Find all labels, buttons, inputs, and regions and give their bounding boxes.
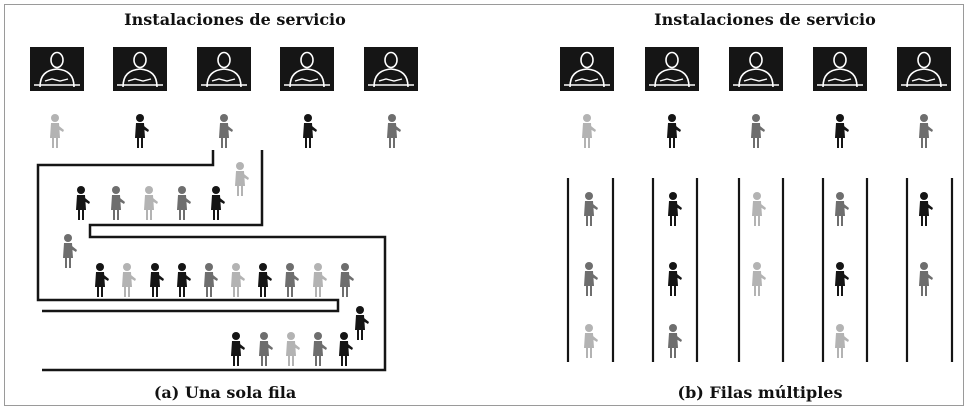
service-facilities-multiple-lines: [559, 46, 952, 92]
customer-3: [219, 114, 233, 148]
customer-23: [355, 306, 369, 340]
customers: [50, 114, 933, 366]
single-line-server-3: [196, 46, 252, 92]
service-facilities-single-line: [29, 46, 419, 92]
multiple-line-lanes: [566, 178, 954, 362]
customer-9: [144, 186, 158, 220]
multiple-lines-caption: (b) Filas múltiples: [677, 383, 843, 402]
customer-6: [235, 162, 249, 196]
customer-21: [313, 263, 327, 297]
customer-39: [668, 324, 682, 358]
multiple-lines-server-5: [896, 46, 952, 92]
multiple-lines-server-1: [559, 46, 615, 92]
customer-1: [50, 114, 64, 148]
single-line-caption: (a) Una sola fila: [153, 383, 297, 402]
customer-13: [95, 263, 109, 297]
customer-30: [667, 114, 681, 148]
customer-46: [919, 262, 933, 296]
single-line-server-5: [363, 46, 419, 92]
customer-15: [150, 263, 164, 297]
customer-2: [135, 114, 149, 148]
customer-37: [668, 192, 682, 226]
customer-42: [835, 192, 849, 226]
customer-8: [111, 186, 125, 220]
customer-45: [919, 192, 933, 226]
customer-41: [752, 262, 766, 296]
customer-38: [668, 262, 682, 296]
customer-44: [835, 324, 849, 358]
customer-10: [177, 186, 191, 220]
single-line-title: Instalaciones de servicio: [124, 10, 346, 29]
customer-22: [340, 263, 354, 297]
customer-5: [387, 114, 401, 148]
customer-28: [339, 332, 353, 366]
customer-17: [204, 263, 218, 297]
customer-26: [286, 332, 300, 366]
customer-29: [582, 114, 596, 148]
customer-40: [752, 192, 766, 226]
single-line-server-2: [112, 46, 168, 92]
multiple-lines-server-3: [728, 46, 784, 92]
customer-35: [584, 262, 598, 296]
customer-16: [177, 263, 191, 297]
customer-34: [584, 192, 598, 226]
customer-33: [919, 114, 933, 148]
customer-20: [285, 263, 299, 297]
multiple-lines-server-2: [644, 46, 700, 92]
single-line-walls: [36, 150, 387, 372]
single-line-server-4: [279, 46, 335, 92]
customer-36: [584, 324, 598, 358]
customer-24: [231, 332, 245, 366]
customer-27: [313, 332, 327, 366]
customer-14: [122, 263, 136, 297]
single-line-server-1: [29, 46, 85, 92]
customer-11: [211, 186, 225, 220]
multiple-lines-title: Instalaciones de servicio: [654, 10, 876, 29]
customer-19: [258, 263, 272, 297]
customer-31: [751, 114, 765, 148]
multiple-lines-server-4: [812, 46, 868, 92]
customer-12: [63, 234, 77, 268]
customer-25: [259, 332, 273, 366]
customer-43: [835, 262, 849, 296]
customer-18: [231, 263, 245, 297]
customer-4: [303, 114, 317, 148]
customer-7: [76, 186, 90, 220]
customer-32: [835, 114, 849, 148]
